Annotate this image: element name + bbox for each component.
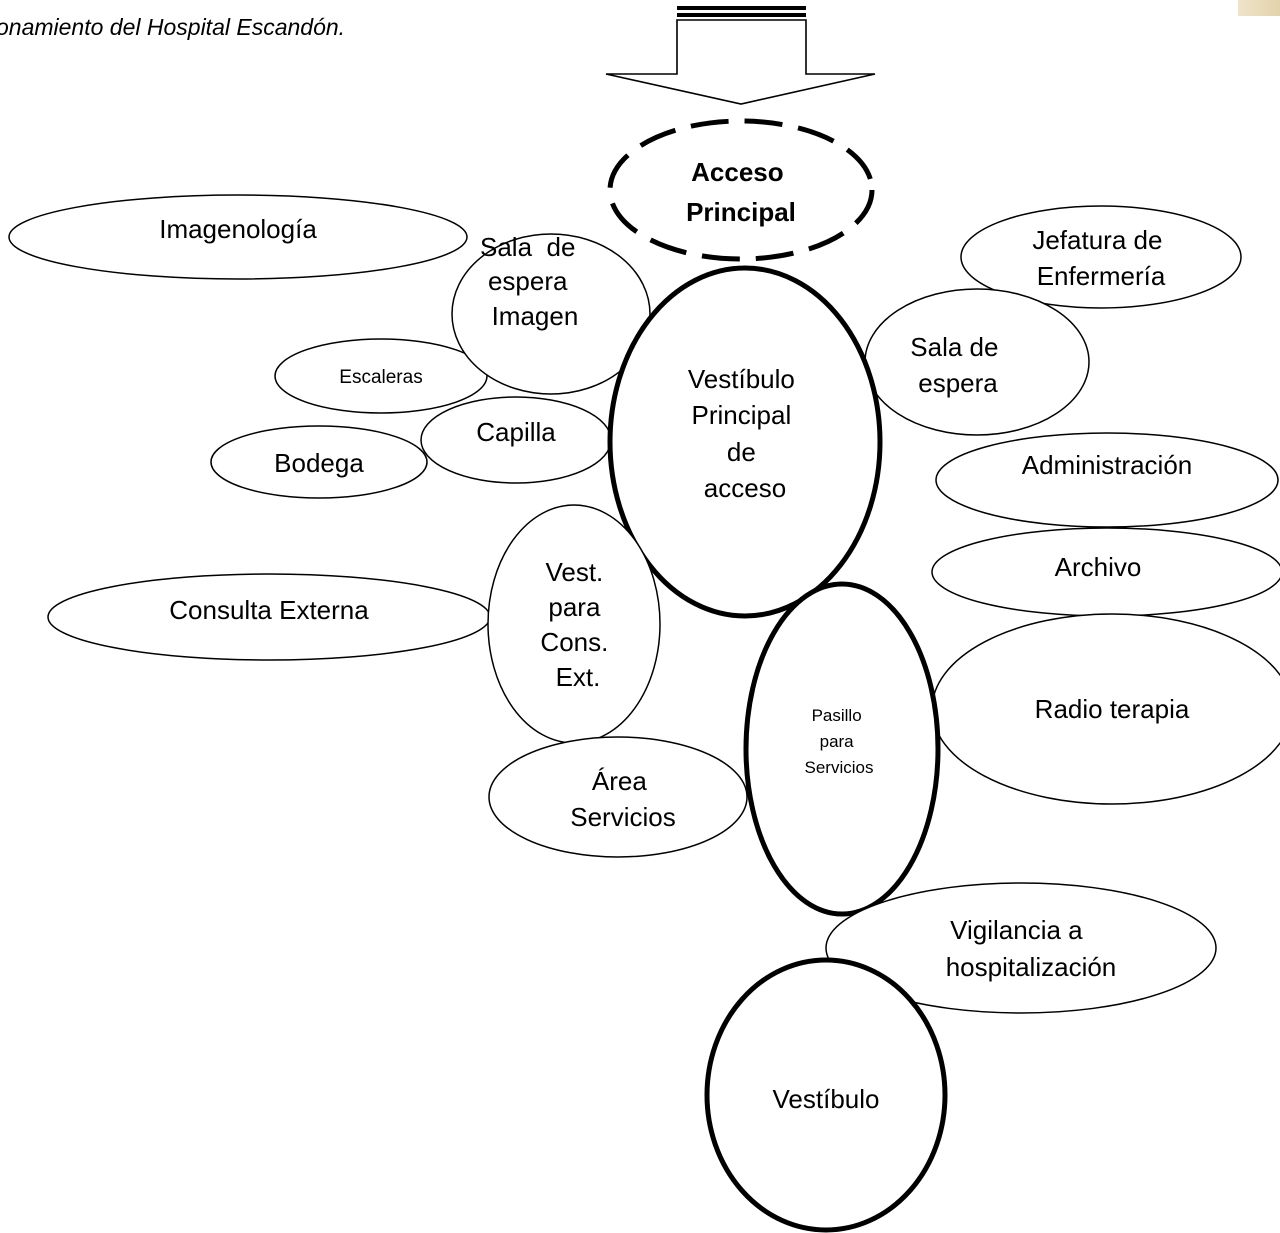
- node-pasillo-servicios: Pasillo para Servicios: [743, 581, 941, 917]
- archivo-label: Archivo: [1055, 552, 1142, 582]
- vest-cons-line-1: Vest.: [545, 557, 603, 587]
- svg-text:Pasillo para Servi: Pasillo para Servicios: [805, 706, 874, 777]
- svg-text:Acceso Principal: Acceso Principal: [686, 157, 796, 227]
- vest-cons-line-3: Cons.: [540, 627, 608, 657]
- node-administracion: Administración: [935, 432, 1279, 528]
- jefatura-line-1: Jefatura de: [1032, 225, 1162, 255]
- node-bodega: Bodega: [210, 425, 428, 499]
- corner-decoration: [1238, 0, 1280, 16]
- sala-espera-line-2: espera: [918, 368, 998, 398]
- capilla-label: Capilla: [476, 417, 556, 447]
- vestibulo-principal-line-1: Vestíbulo: [688, 364, 795, 394]
- area-servicios-line-2: Servicios: [570, 802, 675, 832]
- pasillo-line-3: Servicios: [805, 758, 874, 777]
- escaleras-label: Escaleras: [339, 367, 422, 388]
- acceso-principal-line-2: Principal: [686, 197, 796, 227]
- sala-espera-line-1: Sala de: [910, 332, 998, 362]
- svg-text:Vigilancia a hospitaliza: Vigilancia a hospitalización: [946, 915, 1117, 982]
- entry-arrow-icon: [605, 6, 876, 105]
- imagenologia-label: Imagenología: [159, 214, 317, 244]
- sala-imagen-line-3: Imagen: [492, 301, 579, 331]
- acceso-principal-line-1: Acceso: [691, 157, 784, 187]
- svg-text:Vestíbulo Principal: Vestíbulo Principal de acceso: [688, 364, 802, 503]
- sala-imagen-line-2: espera: [488, 266, 568, 296]
- vest-cons-line-2: para: [548, 592, 601, 622]
- node-radio-terapia: Radio terapia: [931, 613, 1280, 805]
- vigilancia-line-1: Vigilancia a: [950, 915, 1083, 945]
- radio-terapia-label: Radio terapia: [1035, 694, 1190, 724]
- svg-text:Sala de espera: Sala de espera: [910, 332, 1005, 398]
- vestibulo-principal-line-4: acceso: [704, 473, 786, 503]
- node-consulta-externa: Consulta Externa: [47, 573, 491, 661]
- pasillo-line-1: Pasillo: [812, 706, 862, 725]
- svg-text:Área Servicios: Área Servicios: [570, 766, 675, 832]
- sala-imagen-line-1: Sala de: [480, 232, 575, 262]
- vestibulo-principal-line-2: Principal: [692, 400, 792, 430]
- node-capilla: Capilla: [420, 396, 612, 484]
- jefatura-line-2: Enfermería: [1037, 261, 1166, 291]
- pasillo-line-2: para: [820, 732, 855, 751]
- vigilancia-line-2: hospitalización: [946, 952, 1117, 982]
- vestibulo-principal-line-3: de: [727, 437, 756, 467]
- consulta-externa-label: Consulta Externa: [169, 595, 369, 625]
- node-vestibulo: Vestíbulo: [704, 957, 948, 1233]
- node-archivo: Archivo: [931, 527, 1280, 617]
- node-acceso-principal: Acceso Principal: [607, 118, 875, 262]
- area-servicios-line-1: Área: [592, 766, 647, 796]
- node-imagenologia: Imagenología: [8, 194, 468, 280]
- administracion-label: Administración: [1022, 450, 1193, 480]
- node-vestibulo-principal: Vestíbulo Principal de acceso: [607, 265, 883, 619]
- svg-text:Sala de espera Im: Sala de espera Imagen: [0, 0, 626, 331]
- node-escaleras: Escaleras: [274, 338, 488, 414]
- svg-text:Jefatura de Enfermería: Jefatura de Enfermería: [1032, 225, 1169, 291]
- node-jefatura-enfermeria: Jefatura de Enfermería: [960, 205, 1242, 309]
- vestibulo-label: Vestíbulo: [773, 1084, 880, 1114]
- node-vigilancia-hospitalizacion: Vigilancia a hospitalización: [825, 882, 1217, 1014]
- svg-text:Vest. para Cons.: Vest. para Cons. Ext.: [540, 557, 615, 692]
- node-sala-espera: Sala de espera: [864, 288, 1090, 436]
- figure-caption: onamiento del Hospital Escandón.: [0, 14, 346, 40]
- bodega-label: Bodega: [274, 448, 364, 478]
- vest-cons-line-4: Ext.: [556, 662, 601, 692]
- node-vest-cons-ext: Vest. para Cons. Ext.: [487, 504, 661, 744]
- node-area-servicios: Área Servicios: [488, 736, 748, 858]
- node-sala-espera-imagen: Sala de espera Imagen: [0, 0, 651, 395]
